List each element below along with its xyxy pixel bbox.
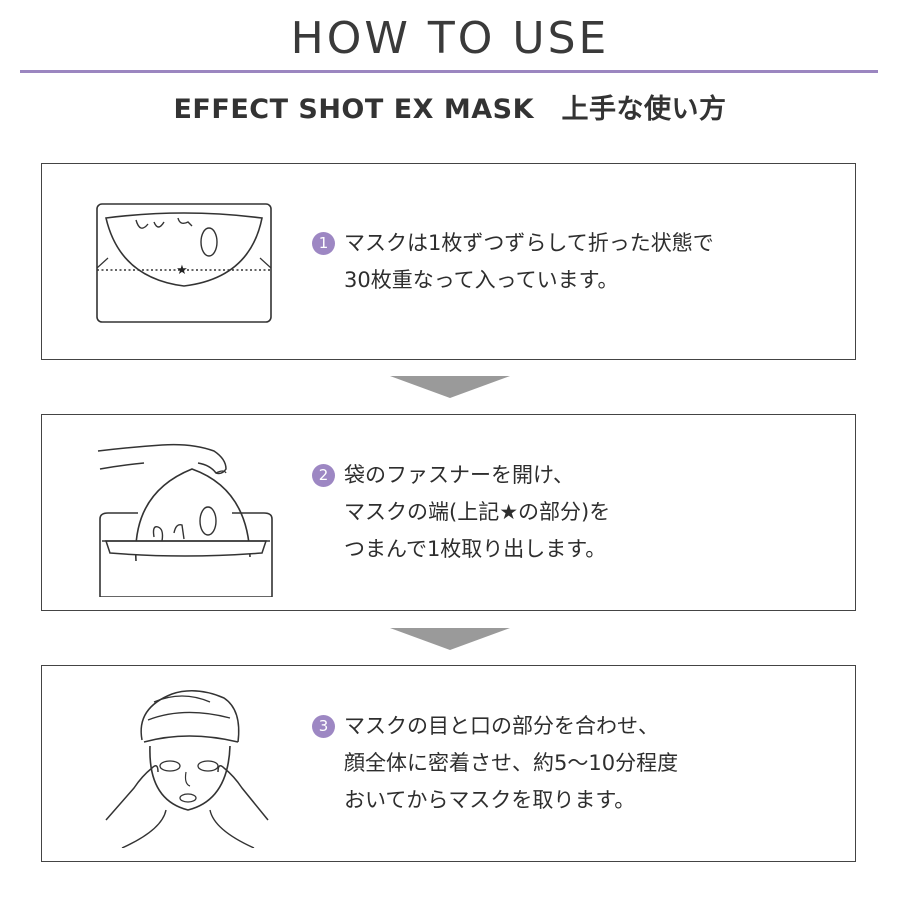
step-2-line-3: つまんで1枚取り出します。 (344, 537, 607, 561)
title-divider (20, 70, 878, 73)
star-marker: ★ (176, 263, 188, 278)
down-arrow-icon (390, 628, 510, 650)
page-title: HOW TO USE (290, 13, 610, 64)
down-arrow-icon (390, 376, 510, 398)
step-number-badge: 1 (312, 231, 335, 255)
woman-applying-mask-icon (105, 690, 269, 848)
hand-pulling-mask-icon (97, 443, 273, 597)
folded-mask-in-pouch-icon: ★ (96, 203, 272, 323)
step-number-badge: 3 (312, 715, 335, 738)
step-3-line-2: 顔全体に密着させ、約5〜10分程度 (344, 751, 679, 775)
step-3-line-3: おいてからマスクを取ります。 (344, 788, 636, 812)
step-number-badge: 2 (312, 464, 335, 487)
page-subtitle: EFFECT SHOT EX MASK 上手な使い方 (173, 94, 727, 125)
step-2-line-2: マスクの端(上記★の部分)を (344, 500, 611, 524)
step-1-line-2: 30枚重なって入っています。 (344, 267, 619, 292)
